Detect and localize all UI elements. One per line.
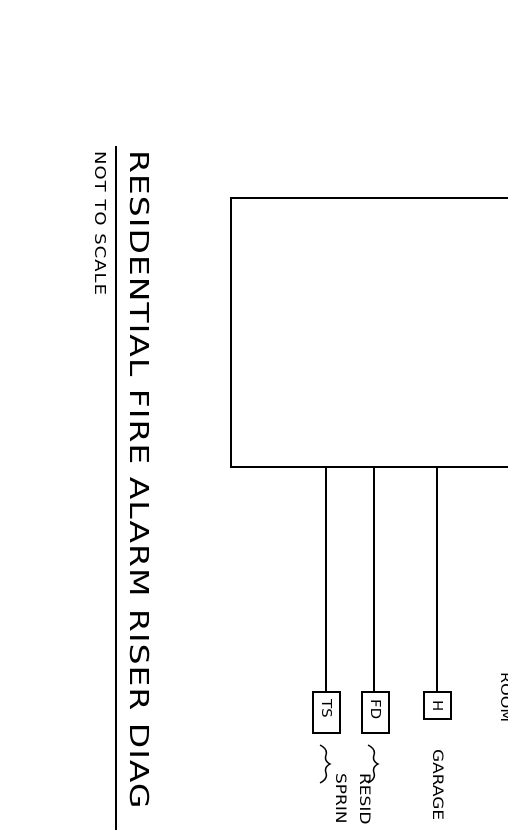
device-box-fd — [361, 691, 390, 734]
scale-note: NOT TO SCALE — [90, 151, 109, 296]
device-label-ts: SPRIN — [331, 773, 349, 824]
device-symbol-h: H — [429, 700, 446, 712]
device-label-fd: RESID — [355, 773, 373, 825]
brace-ts — [319, 744, 332, 784]
diagram-title: RESIDENTIAL FIRE ALARM RISER DIAG — [123, 150, 155, 810]
room-label: ROOM — [497, 672, 508, 723]
brace-fd — [367, 744, 380, 784]
device-box-h — [423, 691, 452, 720]
device-symbol-fd: FD — [367, 699, 384, 720]
device-box-ts — [312, 691, 341, 734]
device-symbol-ts: TS — [318, 699, 335, 718]
device-label-h: GARAGE — [428, 749, 446, 821]
panel-box — [230, 197, 508, 468]
